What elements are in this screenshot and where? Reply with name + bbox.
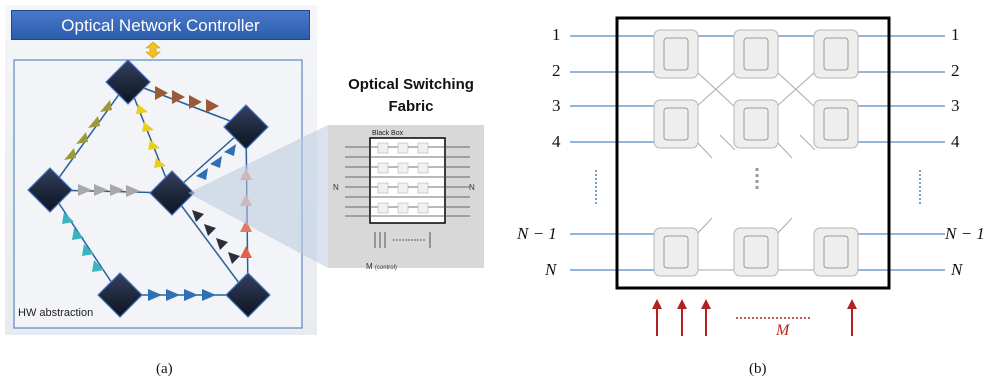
- black-box-inset: [328, 125, 484, 268]
- arrow-chain-dark: [192, 210, 240, 264]
- switch-inner-detail: [663, 37, 849, 269]
- network-node: [105, 59, 151, 105]
- switch-element: [653, 227, 699, 277]
- arrow-chain-yellow: [136, 104, 166, 168]
- network-node: [149, 170, 195, 216]
- panel-a: [5, 5, 484, 335]
- caption-a: (a): [156, 361, 173, 377]
- network-node: [27, 167, 73, 213]
- switch-element: [733, 29, 779, 79]
- arrow-chain-gray: [78, 184, 140, 197]
- left-port-2: 2: [552, 61, 561, 80]
- left-port-n-minus-1: N − 1: [517, 224, 557, 243]
- caption-b: (b): [749, 361, 767, 377]
- switch-element: [813, 99, 859, 149]
- internal-connections: [696, 71, 816, 271]
- m-letter: M: [366, 262, 373, 271]
- switch-element: [813, 227, 859, 277]
- left-port-1: 1: [552, 25, 561, 44]
- black-box-n-right: N: [469, 183, 475, 192]
- arrow-chain-blue: [196, 144, 236, 180]
- network-node: [225, 272, 271, 318]
- zoom-projection: [188, 125, 328, 268]
- right-port-4: 4: [951, 132, 960, 151]
- right-port-n-minus-1: N − 1: [945, 224, 985, 243]
- network-node: [97, 272, 143, 318]
- fabric-title-line1: Optical Switching: [348, 76, 474, 93]
- panel-b: [570, 16, 945, 336]
- fabric-title: Optical Switching Fabric: [326, 74, 496, 118]
- black-box-m-label: M (control): [366, 262, 397, 271]
- arrow-chain-teal: [62, 212, 104, 272]
- black-box-label: Black Box: [372, 130, 404, 137]
- right-port-2: 2: [951, 61, 960, 80]
- switch-element: [733, 99, 779, 149]
- right-port-n: N: [951, 260, 963, 279]
- arrow-chain-olive: [64, 100, 112, 160]
- switch-element: [653, 99, 699, 149]
- switch-element: [733, 227, 779, 277]
- fabric-title-line2: Fabric: [388, 98, 434, 115]
- black-box-n-left: N: [333, 183, 339, 192]
- switching-fabric-box: [615, 16, 891, 290]
- right-port-3: 3: [951, 96, 960, 115]
- control-arrows: [652, 299, 857, 336]
- hw-abstraction-label: HW abstraction: [18, 307, 94, 319]
- switch-element: [653, 29, 699, 79]
- network-node: [223, 104, 269, 150]
- arrow-chain-brown: [155, 86, 219, 113]
- controller-connector-icon: [145, 41, 161, 59]
- controller-title: Optical Network Controller: [11, 10, 310, 40]
- right-port-1: 1: [951, 25, 960, 44]
- left-port-3: 3: [552, 96, 561, 115]
- left-port-4: 4: [552, 132, 561, 151]
- switch-grid: [653, 29, 859, 277]
- m-subscript: (control): [374, 265, 397, 271]
- arrow-chain-bottom-blue: [148, 289, 216, 301]
- left-port-n: N: [545, 260, 557, 279]
- control-m-label: M: [776, 322, 790, 339]
- switch-element: [813, 29, 859, 79]
